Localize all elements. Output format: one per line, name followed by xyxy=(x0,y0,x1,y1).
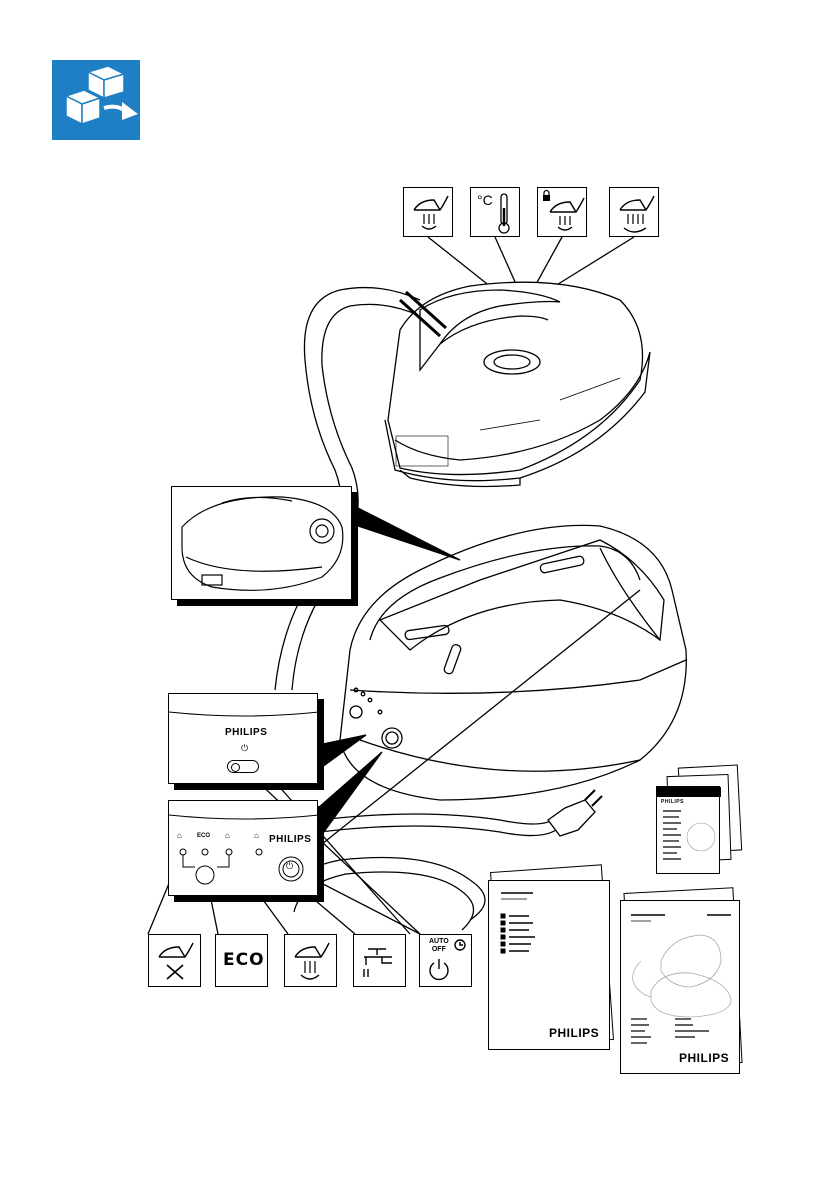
user-manual: PHILIPS xyxy=(488,880,610,1050)
leaflet-front: PHILIPS xyxy=(656,786,721,874)
eco-button[interactable] xyxy=(196,866,214,884)
water-tap-icon xyxy=(353,934,406,987)
eco-label: ECO xyxy=(197,833,211,839)
base-closeup-inset xyxy=(171,486,352,600)
unpack-box-icon xyxy=(52,60,140,140)
auto-off-line2: OFF xyxy=(431,946,446,953)
quick-start-guide: PHILIPS xyxy=(620,900,740,1074)
steam-lock-icon xyxy=(537,187,587,237)
steam-ready-icon xyxy=(284,934,337,987)
steam-iron-icon xyxy=(403,187,453,237)
panel-brand-logo: PHILIPS xyxy=(269,834,312,845)
leaflet-brand-logo: PHILIPS xyxy=(661,799,684,805)
no-steam-indicator-icon: ⌂ xyxy=(177,831,182,840)
auto-off-line1: AUTO xyxy=(429,938,449,945)
simple-control-panel-inset: PHILIPS ⏻ xyxy=(168,693,320,784)
power-symbol-icon: ⏻ xyxy=(241,743,249,753)
power-symbol-icon: ⏻ xyxy=(286,861,294,871)
steam-burst-icon xyxy=(609,187,659,237)
thermometer-icon: °C xyxy=(470,187,520,237)
manual-brand-logo: PHILIPS xyxy=(549,1026,600,1040)
thermometer-unit: °C xyxy=(477,192,493,208)
steam-indicator-icon: ⌂ xyxy=(225,831,230,840)
power-button[interactable] xyxy=(279,857,303,881)
eco-icon-text: ECO xyxy=(223,950,265,970)
guide-brand-logo: PHILIPS xyxy=(679,1051,730,1065)
auto-off-icon: AUTO OFF xyxy=(419,934,472,987)
no-steam-icon xyxy=(148,934,201,987)
control-panel-inset: ⌂ ECO ⌂ ⌂ PHILIPS ⏻ xyxy=(168,800,320,896)
panel-brand-logo: PHILIPS xyxy=(225,727,268,738)
eco-icon: ECO xyxy=(215,934,268,987)
water-tank-indicator-icon: ⌂ xyxy=(254,831,259,840)
power-button[interactable] xyxy=(227,760,259,773)
